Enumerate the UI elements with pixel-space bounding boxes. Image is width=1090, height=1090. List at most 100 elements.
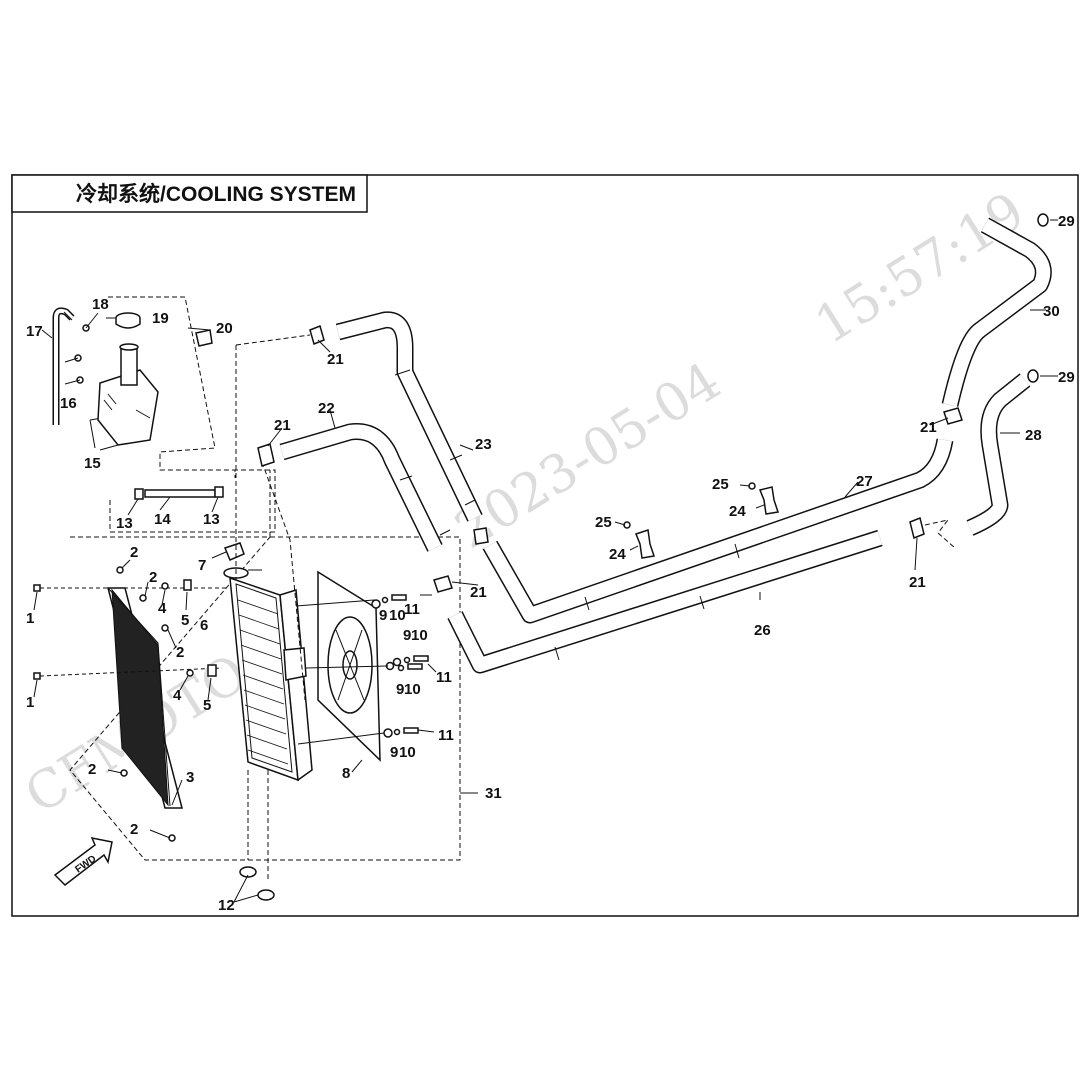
clamp-hose-23-upper — [309, 324, 325, 346]
callout-11: 11 — [438, 727, 454, 744]
callout-14: 14 — [154, 511, 171, 528]
callout-22: 22 — [318, 400, 335, 417]
callout-2: 2 — [88, 761, 96, 778]
radiator-side-tank — [279, 589, 313, 782]
callout-4: 4 — [173, 687, 182, 704]
clamp-hose-28-upper — [1027, 369, 1039, 383]
callout-24: 24 — [609, 546, 626, 563]
callout-30: 30 — [1043, 303, 1060, 320]
fan-nut-lower — [393, 728, 401, 736]
hose-26 — [447, 529, 883, 674]
callout-8: 8 — [342, 765, 350, 782]
callout-5: 5 — [181, 612, 189, 629]
radiator-small-part-leaders — [107, 559, 212, 839]
hose-clamps — [257, 213, 1058, 593]
hose-joint-bands — [394, 369, 740, 661]
callout-29: 29 — [1058, 213, 1075, 230]
breather-hose-assembly — [109, 469, 276, 533]
callout-15: 15 — [84, 455, 101, 472]
callout-21: 21 — [327, 351, 344, 368]
callout-20: 20 — [216, 320, 233, 337]
hose-clamp-right — [214, 486, 224, 498]
fan-bolt-leaders — [417, 594, 437, 733]
reservoir-callout-leaders — [41, 312, 211, 451]
watermark-date: 2023-05-04 — [445, 351, 731, 561]
callout-1: 1 — [26, 610, 34, 627]
reservoir-assembly — [41, 296, 236, 478]
clamp-hose-23-lower — [473, 527, 489, 545]
fan-washer-upper — [371, 599, 381, 609]
callout-28: 28 — [1025, 427, 1042, 444]
reservoir-grommet — [195, 329, 213, 347]
callout-11: 11 — [436, 669, 452, 686]
hose-30 — [941, 217, 1052, 407]
hose-bracket-upper — [758, 486, 779, 515]
breather-hose-dash — [109, 469, 276, 533]
hose-28 — [966, 373, 1031, 536]
radiator-bolt-upper — [33, 584, 41, 592]
reservoir-neck — [120, 346, 138, 386]
callout-16: 16 — [60, 395, 77, 412]
watermark-time: 15:57:19 — [805, 181, 1035, 356]
callout-2: 2 — [149, 569, 157, 586]
radiator-assembly — [33, 470, 478, 861]
hose-22 — [279, 423, 443, 552]
radiator-cap-leaders — [211, 551, 262, 571]
screen-bolt-a — [116, 566, 124, 574]
callout-19: 19 — [152, 310, 169, 327]
fan-bolt-lower — [403, 727, 419, 734]
fan-washer-mid-a — [392, 657, 402, 667]
callout-6: 6 — [200, 617, 208, 634]
grommet-axis — [247, 770, 269, 880]
hose-27 — [482, 438, 954, 624]
callout-10: 10 — [404, 681, 421, 698]
callout-9: 9 — [390, 744, 398, 761]
hose-brackets — [614, 482, 779, 559]
radiator-bolt-leaders — [33, 591, 38, 698]
breather-hose-leaders — [127, 496, 219, 516]
screen-bolt-c — [161, 624, 169, 632]
clamp-hose-30-upper — [1037, 213, 1049, 227]
diagram-border — [11, 174, 1079, 917]
grommet-leaders — [233, 874, 259, 903]
hose-clamp-left — [134, 488, 144, 500]
callout-12: 12 — [218, 897, 235, 914]
callout-4: 4 — [158, 600, 167, 617]
callout-25: 25 — [712, 476, 729, 493]
callout-17: 17 — [26, 323, 43, 340]
callout-2: 2 — [130, 544, 138, 561]
callout-27: 27 — [856, 473, 873, 490]
reservoir-markings — [103, 393, 151, 419]
fan-nut-mid-b — [397, 664, 405, 672]
clamp-hose-22-upper — [257, 443, 275, 467]
callout-labels: 1 1 2 2 2 2 2 3 4 4 5 5 6 7 8 9 9 9 9 10… — [26, 213, 1075, 914]
callout-31: 31 — [485, 785, 502, 802]
fan-bolt-upper — [391, 594, 407, 601]
reservoir-cap-side — [115, 318, 141, 329]
reservoir-leader-lines — [63, 311, 81, 385]
callout-21: 21 — [909, 574, 926, 591]
radiator-cap — [223, 542, 245, 561]
callout-3: 3 — [186, 769, 194, 786]
callout-9: 9 — [379, 607, 387, 624]
hose-routing-dash — [235, 334, 311, 701]
hose-break-dash — [924, 519, 956, 549]
mount-grommet-lower — [257, 889, 275, 901]
hose-23 — [335, 311, 483, 522]
fan-leader — [351, 759, 363, 773]
fan-bolt-mid-a — [413, 655, 429, 662]
callout-2: 2 — [130, 821, 138, 838]
diagram-title: 冷却系统/COOLING SYSTEM — [76, 182, 356, 206]
clamp-hose-30-lower — [943, 407, 963, 425]
callout-25: 25 — [595, 514, 612, 531]
callout-13: 13 — [116, 515, 133, 532]
callout-7: 7 — [198, 557, 206, 574]
fan-washer-lower — [383, 728, 393, 738]
callout-23: 23 — [475, 436, 492, 453]
callout-13: 13 — [203, 511, 220, 528]
callout-10: 10 — [389, 607, 406, 624]
screen-washer-upper — [161, 582, 169, 590]
clamp-hose-26-front — [433, 575, 453, 593]
callout-29: 29 — [1058, 369, 1075, 386]
